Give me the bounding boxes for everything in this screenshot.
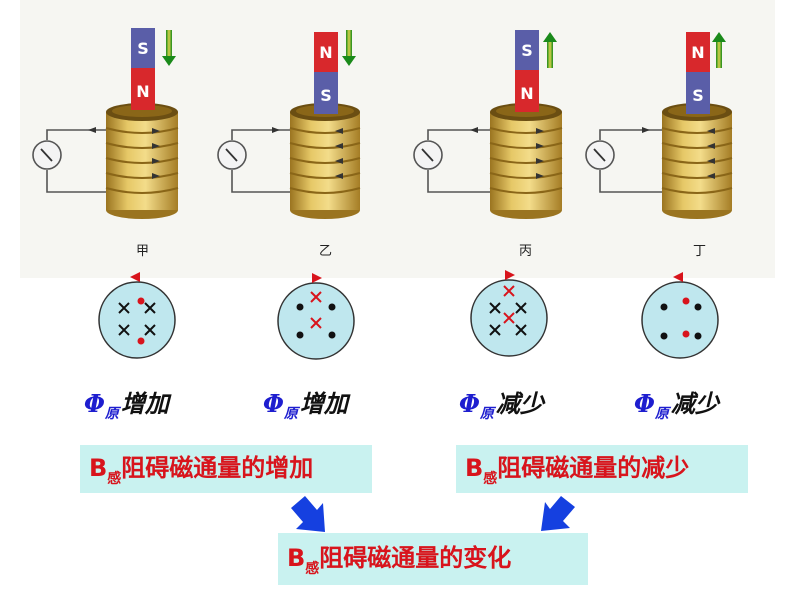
box-prefix: B [89, 454, 108, 482]
field-diagram-2 [277, 273, 355, 360]
arrow-down-right-icon [291, 496, 325, 532]
flux-subscript: 原 [283, 406, 298, 422]
motion-arrow-up-icon [712, 32, 726, 68]
magnet-bottom-letter: S [692, 86, 704, 105]
magnet-top-letter: N [319, 43, 332, 62]
flux-symbol: Φ [263, 389, 284, 418]
box-prefix: B [465, 454, 484, 482]
flux-change: 增加 [120, 390, 169, 418]
magnet-bottom-letter: N [520, 84, 533, 103]
magnet-top-letter: S [137, 39, 149, 58]
magnet-bottom-pole [686, 72, 710, 114]
magnet-top-pole [131, 28, 155, 68]
box-text: 阻碍磁通量的增加 [121, 454, 314, 482]
arrow-down-left-icon [541, 496, 575, 531]
magnet-bottom-letter: N [136, 82, 149, 101]
magnet-bottom-pole [131, 68, 155, 110]
motion-arrow-down-icon [342, 30, 356, 66]
magnet-bottom-pole [314, 72, 338, 114]
conclusion-box-change: B感阻碍磁通量的变化 [278, 533, 588, 585]
flux-symbol: Φ [459, 389, 480, 418]
flux-symbol: Φ [84, 389, 105, 418]
field-diagram-3 [470, 270, 548, 357]
coil-label-2: 乙 [319, 244, 333, 259]
box-subscript: 感 [483, 471, 498, 487]
magnet-top-letter: S [521, 41, 533, 60]
current-direction-arrow-icon [505, 270, 515, 280]
current-direction-arrow-icon [130, 272, 140, 282]
flux-subscript: 原 [104, 406, 119, 422]
flux-change: 增加 [299, 390, 348, 418]
magnet-bottom-letter: S [320, 86, 332, 105]
flux-subscript: 原 [654, 406, 669, 422]
magnet-bottom-pole [515, 70, 539, 112]
magnet-top-letter: N [691, 43, 704, 62]
flux-caption-2: Φ原增加 [263, 384, 348, 422]
field-diagram-4 [641, 272, 719, 359]
motion-arrow-down-icon [162, 30, 176, 66]
coil-setup-1: S N [32, 28, 179, 219]
flux-symbol: Φ [634, 389, 655, 418]
box-text: 阻碍磁通量的减少 [497, 454, 690, 482]
field-diagram-1 [98, 272, 176, 359]
box-text: 阻碍磁通量的变化 [319, 544, 512, 572]
flux-change: 减少 [670, 390, 719, 418]
coil-setup-3: S N [413, 30, 563, 219]
box-subscript: 感 [305, 561, 320, 577]
conclusion-box-increase: B感阻碍磁通量的增加 [80, 445, 372, 493]
conclusion-box-decrease: B感阻碍磁通量的减少 [456, 445, 748, 493]
current-direction-arrow-icon [312, 273, 322, 283]
current-direction-arrow-icon [673, 272, 683, 282]
box-subscript: 感 [107, 471, 122, 487]
coil-label-3: 丙 [519, 244, 533, 259]
coil-setup-2: N S [217, 30, 361, 219]
magnet-top-pole [686, 32, 710, 72]
flux-caption-3: Φ原减少 [459, 384, 544, 422]
box-prefix: B [287, 544, 306, 572]
flux-change: 减少 [495, 390, 544, 418]
coil-label-1: 甲 [136, 244, 150, 259]
magnet-top-pole [314, 32, 338, 72]
magnet-top-pole [515, 30, 539, 70]
coil-setup-4: N S [585, 32, 733, 219]
flux-caption-4: Φ原减少 [634, 384, 719, 422]
motion-arrow-up-icon [543, 32, 557, 68]
flux-subscript: 原 [479, 406, 494, 422]
flux-caption-1: Φ原增加 [84, 384, 169, 422]
coil-label-4: 丁 [693, 244, 707, 259]
